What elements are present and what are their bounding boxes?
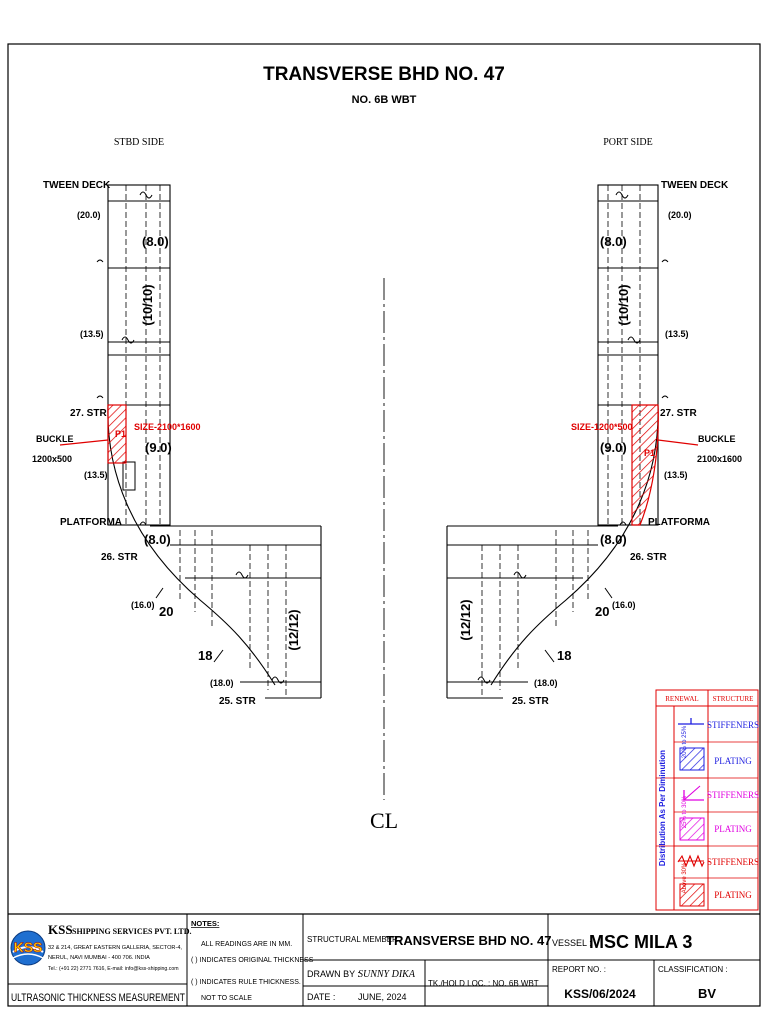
port-p1: P1: [644, 448, 655, 458]
notes-label: NOTES:: [191, 919, 219, 928]
port-27-str: 27. STR: [660, 408, 697, 419]
legend-row-6: PLATING: [714, 890, 752, 900]
classification-label: CLASSIFICATION :: [658, 965, 728, 974]
sheet-border: [7, 43, 761, 1007]
stbd-orig-9: (9.0): [145, 440, 172, 455]
drawn-by-label: DRAWN BY :: [307, 969, 360, 979]
classification-value: BV: [698, 986, 716, 1001]
stbd-side-drawing: [59, 184, 322, 699]
report-value: KSS/06/2024: [564, 987, 636, 1001]
legend-row-2: PLATING: [714, 756, 752, 766]
note-2: ( ) INDICATES ORIGINAL THICKNESS: [191, 957, 314, 964]
stbd-26-str: 26. STR: [101, 552, 138, 563]
stbd-p1: P1: [115, 429, 126, 439]
date-label: DATE :: [307, 992, 335, 1002]
stbd-thk-13-5b: (13.5): [84, 470, 108, 480]
stbd-thk-16: (16.0): [131, 600, 155, 610]
stbd-buckle-area: [107, 404, 127, 464]
vessel-label: VESSEL :: [552, 938, 592, 948]
port-buckle-area: [631, 404, 659, 526]
legend: [655, 689, 759, 911]
company-address-1: 32 & 214, GREAT EASTERN GALLERIA, SECTOR…: [48, 945, 182, 951]
drawn-by-value: SUNNY DIKA: [358, 969, 416, 980]
port-thk-13-5a: (13.5): [665, 329, 689, 339]
stbd-buckle-leader: [59, 439, 109, 446]
company-address-2: NERUL, NAVI MUMBAI - 400 706. INDIA: [48, 955, 150, 961]
note-4: NOT TO SCALE: [201, 995, 252, 1002]
company-name: SHIPPING SERVICES PVT. LTD.: [72, 927, 192, 936]
port-tween-deck-label: TWEEN DECK: [661, 180, 729, 191]
port-side-label: PORT SIDE: [603, 137, 653, 148]
stbd-tween-deck-label: TWEEN DECK: [43, 180, 111, 191]
port-orig-9: (9.0): [600, 440, 627, 455]
port-side-drawing: [446, 184, 699, 699]
member-value: TRANSVERSE BHD NO. 47: [386, 933, 551, 948]
legend-band-3: Above 30%: [682, 862, 688, 893]
port-frame-18: 18: [557, 648, 571, 663]
port-frame-20: 20: [595, 604, 609, 619]
port-thk-16: (16.0): [612, 600, 636, 610]
port-thk-18: (18.0): [534, 678, 558, 688]
legend-row-3: STIFFENERS: [707, 790, 759, 800]
tank-location: TK./HOLD LOC. : NO. 6B WBT: [428, 979, 539, 988]
stbd-thk-13-5a: (13.5): [80, 329, 104, 339]
port-thk-20: (20.0): [668, 210, 692, 220]
port-buckle-size: 2100x1600: [697, 454, 742, 464]
stbd-platforma-label: PLATFORMA: [60, 517, 122, 528]
stbd-frame-18: 18: [198, 648, 212, 663]
stbd-buckle-size: 1200x500: [32, 454, 72, 464]
port-orig-8b: (8.0): [600, 532, 627, 547]
port-buckle-label: BUCKLE: [698, 434, 736, 444]
stbd-thk-18: (18.0): [210, 678, 234, 688]
port-platforma-label: PLATFORMA: [648, 517, 710, 528]
date-value: JUNE, 2024: [358, 992, 407, 1002]
stbd-vert-12-12: (12/12): [286, 609, 301, 650]
report-label: REPORT NO. :: [552, 965, 606, 974]
port-thk-13-5b: (13.5): [664, 470, 688, 480]
legend-renewal-header: RENEWAL: [665, 695, 698, 703]
port-vert-10-10: (10/10): [616, 284, 631, 325]
legend-side-text: Distribution As Per Diminution: [658, 750, 667, 866]
port-orig-8a: (8.0): [600, 234, 627, 249]
doc-type: ULTRASONIC THICKNESS MEASUREMENT: [11, 992, 185, 1004]
legend-band-1: 20% to 25%: [682, 725, 688, 758]
legend-row-5: STIFFENERS: [707, 857, 759, 867]
legend-band-2: 25% to 30%: [682, 795, 688, 828]
stbd-orig-8b: (8.0): [144, 532, 171, 547]
port-26-str: 26. STR: [630, 552, 667, 563]
legend-structure-header: STRUCTURE: [713, 695, 754, 703]
stbd-thk-20: (20.0): [77, 210, 101, 220]
logo-lettering: KSS: [14, 939, 43, 955]
title-block: [8, 913, 760, 1006]
port-25-str: 25. STR: [512, 696, 549, 707]
stbd-frame-20: 20: [159, 604, 173, 619]
legend-row-4: PLATING: [714, 824, 752, 834]
stbd-25-str: 25. STR: [219, 696, 256, 707]
stbd-size-label: SIZE-2100*1600: [134, 422, 201, 432]
company-logo: KSS: [10, 930, 46, 966]
company-logo-text: KSS: [48, 922, 73, 937]
stbd-27-str: 27. STR: [70, 408, 107, 419]
centerline-symbol: CL: [370, 808, 398, 833]
stbd-buckle-label: BUCKLE: [36, 434, 74, 444]
stbd-orig-8a: (8.0): [142, 234, 169, 249]
vessel-value: MSC MILA 3: [589, 932, 692, 952]
drawing-title: TRANSVERSE BHD NO. 47: [263, 64, 505, 85]
stbd-side-label: STBD SIDE: [114, 137, 164, 148]
member-label: STRUCTURAL MEMBER :: [307, 935, 402, 944]
port-buckle-leader: [657, 439, 699, 446]
legend-row-1: STIFFENERS: [707, 720, 759, 730]
port-vert-12-12: (12/12): [458, 599, 473, 640]
drawing-subtitle: NO. 6B WBT: [352, 94, 417, 106]
stbd-vert-10-10: (10/10): [140, 284, 155, 325]
note-3: ( ) INDICATES RULE THICKNESS.: [191, 979, 301, 986]
note-1: ALL READINGS ARE IN MM.: [201, 941, 292, 948]
port-size-label: SIZE-1200*500: [571, 422, 633, 432]
company-contact: Tel.: (+91 22) 2771 7616, E-mail: info@k…: [48, 966, 179, 972]
